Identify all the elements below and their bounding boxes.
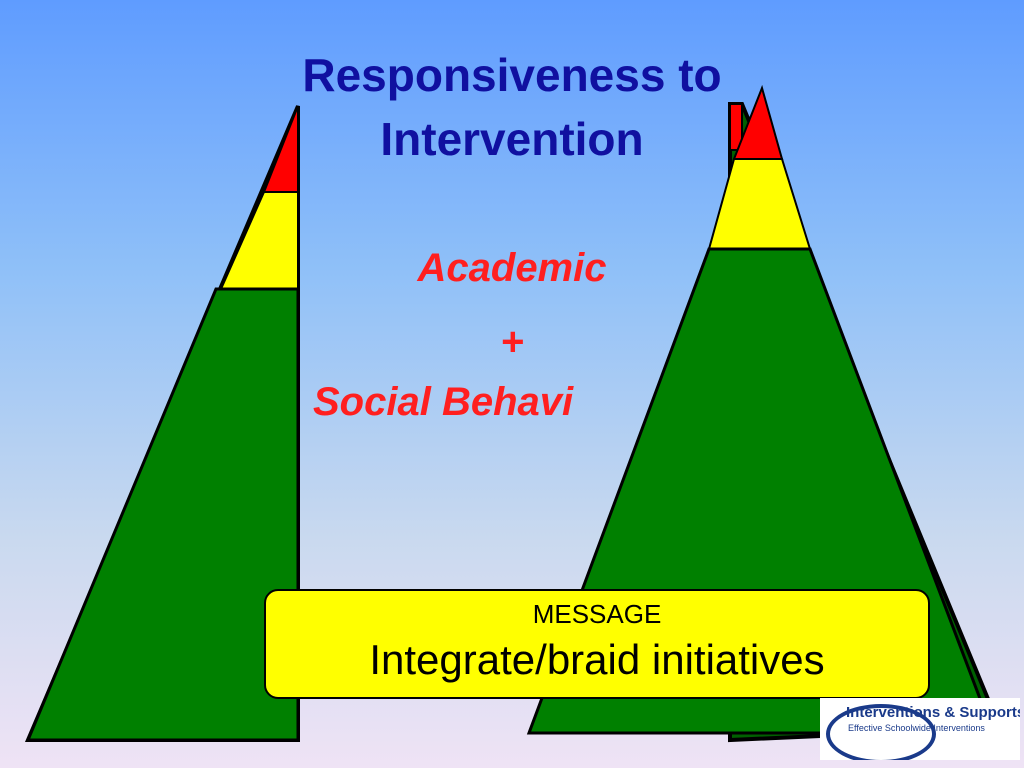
subtitle-academic: Academic <box>417 246 607 290</box>
left-triangle <box>24 105 300 742</box>
organization-logo: Interventions & Supports Effective Schoo… <box>820 698 1020 760</box>
left-triangle-yellow-tier <box>219 191 299 290</box>
left-triangle-green-tier <box>25 287 300 742</box>
slide-title-line-2: Intervention <box>380 113 644 165</box>
message-box: MESSAGE Integrate/braid initiatives <box>264 589 930 699</box>
right-triangle-yellow-tier <box>707 158 812 250</box>
subtitle-social-behavior: Social Behavi <box>313 380 574 424</box>
message-label: MESSAGE <box>532 599 662 629</box>
logo-name: Interventions & Supports <box>846 704 1020 721</box>
subtitle-plus: + <box>500 320 524 364</box>
logo-tagline: Effective Schoolwide Interventions <box>848 723 985 733</box>
logo-ring-icon <box>826 704 936 760</box>
message-text: Integrate/braid initiatives <box>369 636 825 683</box>
slide-title-line-1: Responsiveness to <box>302 49 722 101</box>
